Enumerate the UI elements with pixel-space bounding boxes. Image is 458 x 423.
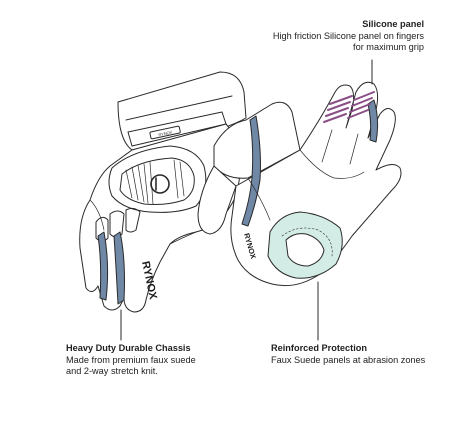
- finger-line-1: [321, 129, 333, 163]
- knuckle-emblem-icon: [150, 174, 170, 194]
- left-blue-panel-1: [113, 231, 125, 305]
- callout-title: Heavy Duty Durable Chassis: [66, 343, 191, 353]
- callout-title: Reinforced Protection: [271, 343, 367, 353]
- knuckle-armour: [108, 145, 207, 213]
- knuckle-vents: [125, 159, 185, 205]
- faux-suede-patch-inner: [285, 233, 325, 267]
- right-glove-thumb: [197, 165, 237, 235]
- strap-badge: RYNOX: [149, 125, 181, 140]
- callout-description: High friction Silicone panel on fingers …: [272, 30, 424, 53]
- callout-leaders: [120, 59, 373, 341]
- left-blue-panel-2: [97, 231, 109, 301]
- knuckle-armour-inner: [119, 157, 195, 205]
- palm-seam: [299, 149, 365, 179]
- palm-seam-2: [247, 177, 271, 221]
- finger-armour-3: [125, 207, 141, 233]
- callout-title: Silicone panel: [362, 19, 424, 29]
- callout-silicone-panel: Silicone panel High friction Silicone pa…: [224, 19, 424, 54]
- right-blue-panel-2: [367, 99, 379, 143]
- left-glove-seam-2: [169, 231, 197, 245]
- finger-line-2: [349, 133, 359, 165]
- left-glove: RYNOX: [79, 71, 247, 313]
- faux-suede-patch-stitch: [281, 227, 333, 257]
- strap-badge-text: RYNOX: [158, 129, 173, 137]
- silicone-grip-stripes: [323, 91, 375, 123]
- callout-reinforced-protection: Reinforced Protection Faux Suede panels …: [271, 343, 451, 366]
- finger-armour-2: [109, 210, 125, 238]
- right-glove: RYNOX: [197, 81, 402, 287]
- callout-heavy-duty-chassis: Heavy Duty Durable Chassis Made from pre…: [66, 343, 246, 378]
- callout-description: Made from premium faux suede and 2-way s…: [66, 354, 196, 377]
- left-glove-seam: [89, 199, 105, 231]
- right-blue-panel-1: [241, 115, 261, 227]
- callout-description: Faux Suede panels at abrasion zones: [271, 354, 426, 365]
- left-glove-cuff-seam: [125, 95, 233, 121]
